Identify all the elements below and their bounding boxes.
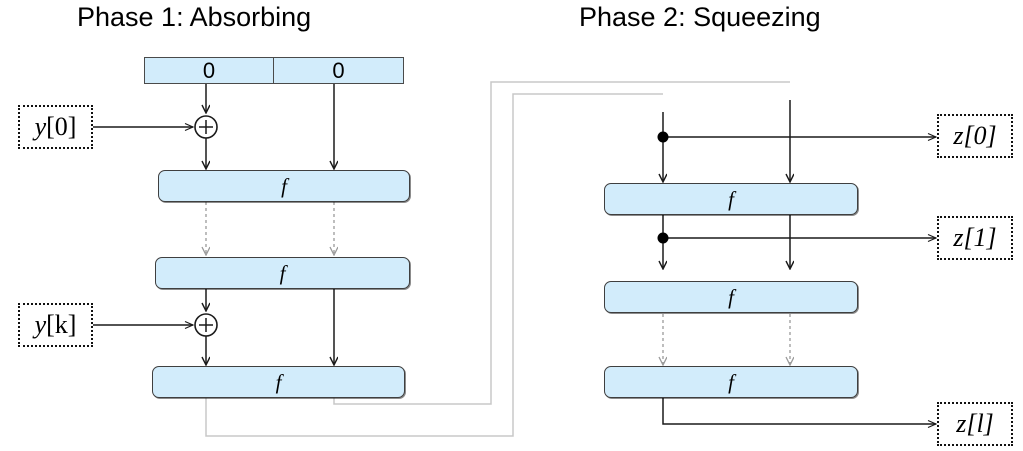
state-rate-cell: 0	[144, 57, 274, 84]
output-z1-index: [1]	[963, 223, 997, 252]
phase-2-title: Phase 2: Squeezing	[579, 2, 821, 32]
tap-dot-z0	[657, 131, 669, 143]
output-z1: z[1]	[937, 216, 1013, 260]
output-zl: z[l]	[937, 402, 1013, 446]
input-yk: y[k]	[18, 303, 93, 347]
output-zl-var: z	[956, 409, 967, 438]
xor-node-0	[194, 115, 218, 139]
xor-node-k	[194, 313, 218, 337]
output-z0-var: z	[953, 121, 964, 150]
tap-dot-z1	[657, 232, 669, 244]
f-box-6: f	[604, 366, 858, 398]
input-y0-index: [0]	[46, 112, 77, 141]
f-box-4: f	[604, 183, 858, 215]
f-box-2: f	[155, 257, 410, 289]
phase-1-title: Phase 1: Absorbing	[77, 2, 312, 32]
input-y0-var: y	[34, 112, 47, 141]
output-z0-index: [0]	[963, 121, 997, 150]
f-box-3: f	[152, 366, 405, 398]
f-box-1: f	[158, 170, 410, 202]
input-yk-index: [k]	[46, 310, 77, 339]
output-zl-index: [l]	[966, 409, 994, 438]
feedback-path-rate	[205, 93, 663, 437]
input-yk-var: y	[34, 310, 47, 339]
state-capacity-cell: 0	[273, 57, 404, 84]
f-box-5: f	[604, 281, 858, 313]
output-z0: z[0]	[937, 114, 1013, 158]
output-z1-var: z	[953, 223, 964, 252]
feedback-path-capacity	[333, 81, 790, 405]
edge-f6-to-zl	[662, 398, 938, 429]
input-y0: y[0]	[18, 105, 93, 149]
